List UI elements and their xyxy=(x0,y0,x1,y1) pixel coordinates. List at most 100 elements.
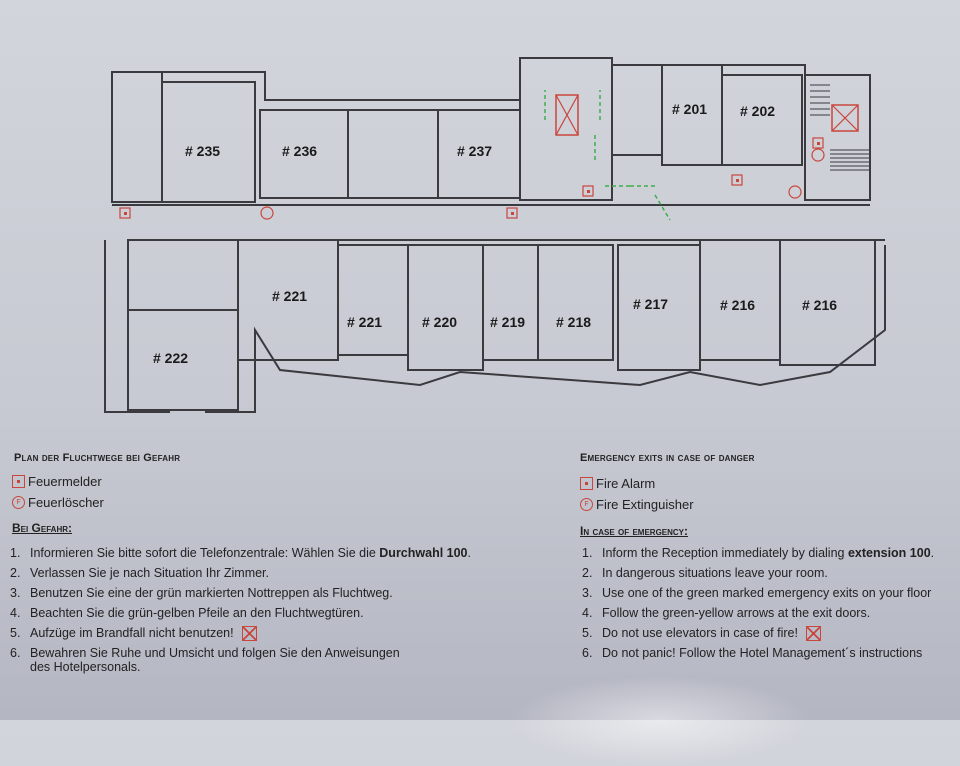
instruction-item: 3. Benutzen Sie eine der grün markierten … xyxy=(10,586,471,606)
photo-glare xyxy=(510,676,810,766)
room-label-218: # 218 xyxy=(556,314,592,330)
item-text-main: Inform the Reception immediately by dial… xyxy=(602,546,848,560)
instruction-item: 6. Bewahren Sie Ruhe und Umsicht und folg… xyxy=(10,646,471,674)
fire-alarm-dot xyxy=(124,212,127,215)
item-number: 3. xyxy=(10,586,21,600)
instruction-item: 4. Beachten Sie die grün-gelben Pfeile an… xyxy=(10,606,471,626)
item-text: Follow the green-yellow arrows at the ex… xyxy=(602,606,871,620)
item-number: 4. xyxy=(10,606,21,620)
item-number: 6. xyxy=(10,646,21,660)
room-label-216a: # 216 xyxy=(720,297,756,313)
room-wall xyxy=(127,309,239,411)
room-wall xyxy=(161,81,256,203)
english-subtitle: In case of emergency: xyxy=(580,524,689,538)
fire-alarm-dot xyxy=(817,142,820,145)
fire-alarm-icon xyxy=(119,207,131,219)
instruction-item: 1. Informieren Sie bitte sofort die Telef… xyxy=(10,546,471,566)
elevator-icon xyxy=(555,94,579,136)
room-wall xyxy=(519,57,613,201)
instruction-item: 4. Follow the green-yellow arrows at the … xyxy=(582,606,934,626)
fire-alarm-dot xyxy=(511,212,514,215)
item-text-line1: Bewahren Sie Ruhe und Umsicht und folgen… xyxy=(30,646,400,660)
item-text: Use one of the green marked emergency ex… xyxy=(602,586,932,600)
room-label-221a: # 221 xyxy=(272,288,308,304)
german-subtitle: Bei Gefahr: xyxy=(12,521,73,535)
item-text: Bewahren Sie Ruhe und Umsicht und folgen… xyxy=(30,646,400,674)
room-wall xyxy=(721,74,803,166)
item-text: Aufzüge im Brandfall nicht benutzen! xyxy=(30,626,234,640)
instruction-item: 2. Verlassen Sie je nach Situation Ihr Zi… xyxy=(10,566,471,586)
item-number: 5. xyxy=(10,626,21,640)
legend-label: Feuermelder xyxy=(28,474,102,489)
fire-extinguisher-icon: F xyxy=(12,496,25,509)
elevator-crossed-icon xyxy=(241,626,257,641)
outer-wall xyxy=(205,245,886,413)
room-label-220: # 220 xyxy=(422,314,458,330)
room-label-216b: # 216 xyxy=(802,297,838,313)
elevator-cross xyxy=(831,104,859,132)
item-text-bold: extension 100 xyxy=(847,546,931,560)
fire-alarm-icon xyxy=(731,174,743,186)
room-wall xyxy=(804,74,871,201)
instruction-item: 1. Inform the Reception immediately by di… xyxy=(582,546,934,566)
fire-alarm-icon xyxy=(506,207,518,219)
elevator-crossed-icon xyxy=(805,626,821,641)
floor-plan xyxy=(104,57,886,413)
fire-extinguisher-icon xyxy=(260,206,274,220)
english-legend-extinguisher: F Fire Extinguisher xyxy=(580,497,694,512)
exit-arrow-icon xyxy=(654,194,671,221)
outer-wall xyxy=(112,57,871,200)
instruction-item: 3. Use one of the green marked emergency … xyxy=(582,586,934,606)
legend-label: Fire Extinguisher xyxy=(596,497,694,512)
fire-extinguisher-icon: F xyxy=(580,498,593,511)
room-wall xyxy=(337,244,409,356)
item-number: 3. xyxy=(582,586,593,600)
room-label-201: # 201 xyxy=(672,101,708,117)
fire-alarm-dot xyxy=(587,190,590,193)
fire-extinguisher-icon xyxy=(788,185,802,199)
item-text-end: . xyxy=(930,546,935,560)
item-text-main: Informieren Sie bitte sofort die Telefon… xyxy=(30,546,380,560)
room-label-235: # 235 xyxy=(185,143,221,159)
room-wall xyxy=(407,244,484,371)
fire-extinguisher-icon xyxy=(811,148,825,162)
instruction-item: 5.Do not use elevators in case of fire! xyxy=(582,626,934,646)
german-title: Plan der Fluchtwege bei Gefahr xyxy=(14,452,181,464)
room-label-217: # 217 xyxy=(633,296,669,312)
english-title: Emergency exits in case of danger xyxy=(580,452,755,464)
room-label-219: # 219 xyxy=(490,314,526,330)
room-label-221b: # 221 xyxy=(347,314,383,330)
room-wall xyxy=(111,71,163,203)
item-text: Verlassen Sie je nach Situation Ihr Zimm… xyxy=(30,566,270,580)
fire-alarm-icon xyxy=(812,137,824,149)
room-wall xyxy=(347,109,439,199)
item-number: 1. xyxy=(582,546,593,560)
item-number: 6. xyxy=(582,646,593,660)
outer-wall xyxy=(104,240,170,413)
room-label-222: # 222 xyxy=(153,350,189,366)
legend-label: Fire Alarm xyxy=(596,476,656,491)
instruction-item: 6. Do not panic! Follow the Hotel Managem… xyxy=(582,646,934,666)
item-number: 4. xyxy=(582,606,593,620)
german-legend-extinguisher: F Feuerlöscher xyxy=(12,495,104,510)
fire-alarm-icon xyxy=(580,477,593,490)
room-wall xyxy=(482,244,539,361)
item-text: Do not use elevators in case of fire! xyxy=(602,626,798,640)
fire-alarm-icon xyxy=(582,185,594,197)
room-label-202: # 202 xyxy=(740,103,776,119)
german-legend-alarm: Feuermelder xyxy=(12,474,102,489)
item-text: Do not panic! Follow the Hotel Managemen… xyxy=(602,646,923,660)
item-text: Benutzen Sie eine der grün markierten No… xyxy=(30,586,393,600)
item-text: Inform the Reception immediately by dial… xyxy=(602,546,934,566)
item-text: Beachten Sie die grün-gelben Pfeile an d… xyxy=(30,606,364,620)
item-text: Informieren Sie bitte sofort die Telefon… xyxy=(30,546,471,566)
german-instructions: 1. Informieren Sie bitte sofort die Telef… xyxy=(10,546,471,674)
item-number: 2. xyxy=(10,566,21,580)
item-text: In dangerous situations leave your room. xyxy=(602,566,828,580)
item-text-end: . xyxy=(467,546,471,560)
item-text-bold: Durchwahl 100 xyxy=(379,546,468,560)
item-number: 1. xyxy=(10,546,21,560)
item-text-line2: des Hotelpersonals. xyxy=(30,660,141,674)
item-number: 2. xyxy=(582,566,593,580)
elevator-cross xyxy=(555,94,579,136)
